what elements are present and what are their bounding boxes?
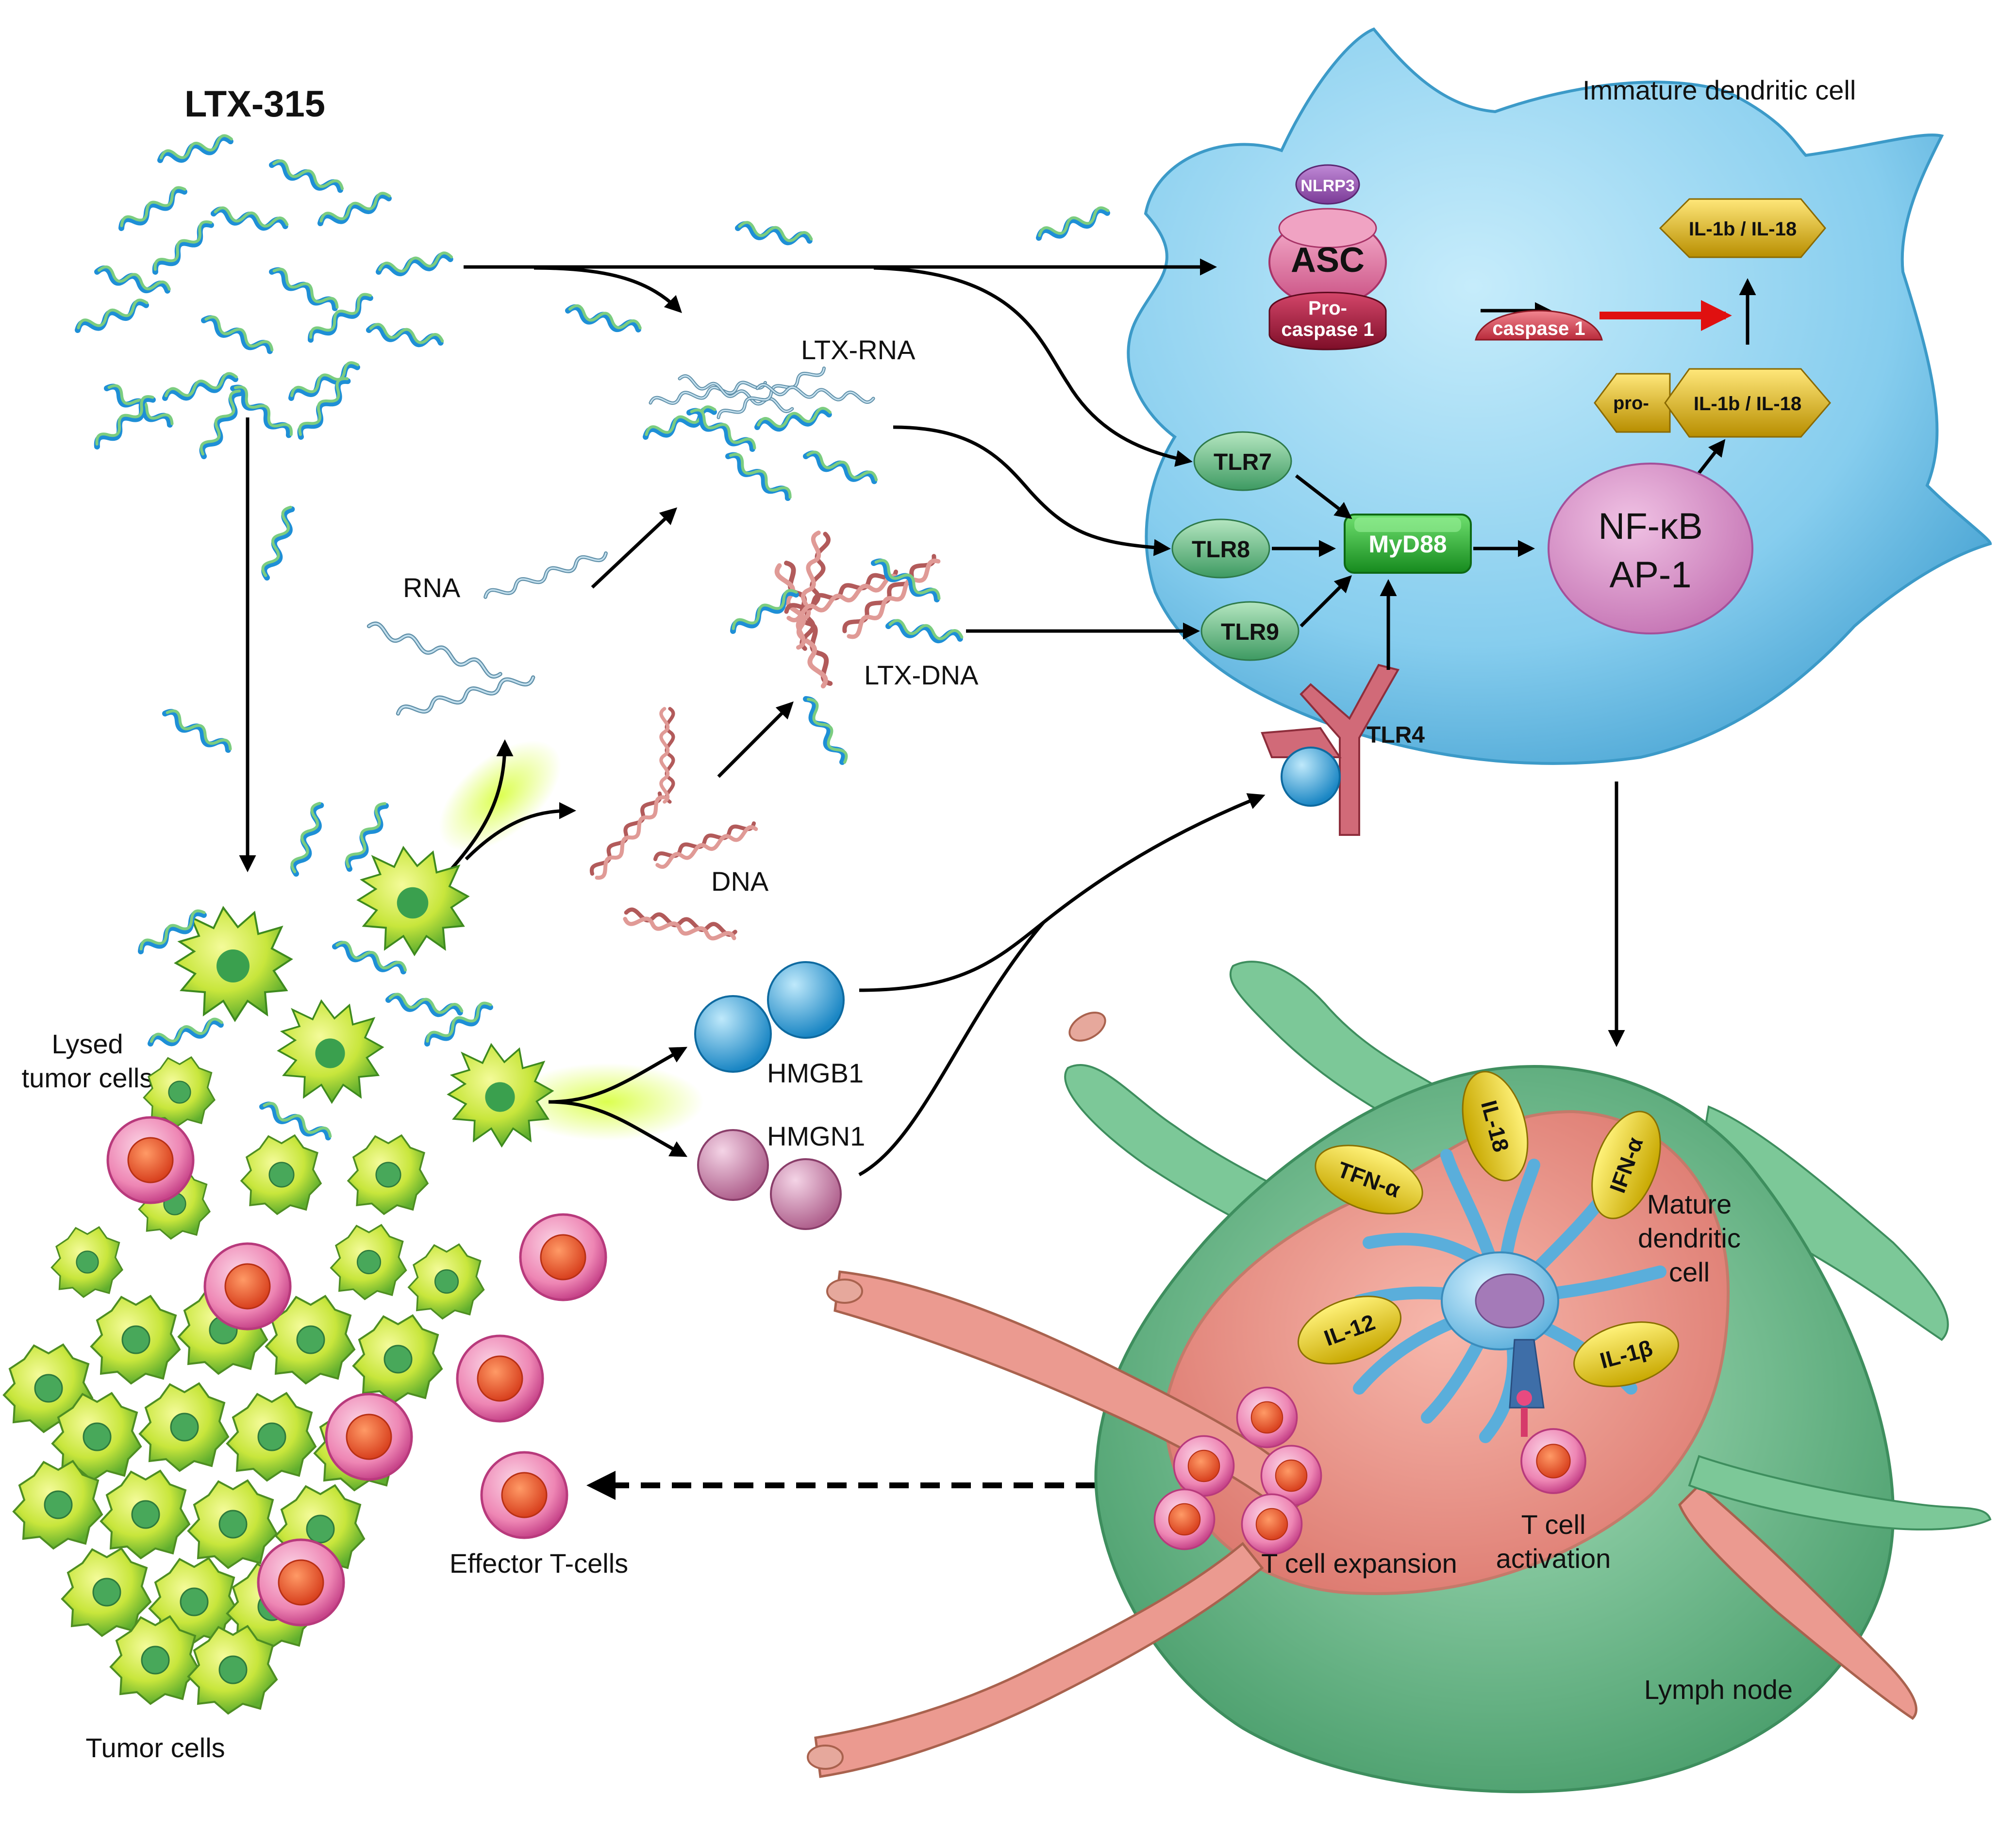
procaspase-1-line1: Pro- bbox=[1308, 298, 1347, 319]
nfkb-ap1-node: NF-κB AP-1 bbox=[1548, 463, 1753, 634]
procaspase-1-node bbox=[1268, 292, 1387, 350]
tlr9-label: TLR9 bbox=[1221, 619, 1279, 645]
ltx-rna-complex: LTX-RNA bbox=[643, 334, 916, 503]
lymph-node-label: Lymph node bbox=[1644, 1674, 1793, 1705]
activated-t-cell: T cell activation bbox=[1496, 1428, 1611, 1574]
pro-il1b-il18: pro- IL-1b / IL-18 bbox=[1594, 368, 1831, 438]
hmgn1-group: HMGN1 bbox=[697, 1121, 865, 1230]
tlr9-node: TLR9 bbox=[1200, 601, 1300, 661]
cytokine-il18: IL-18 bbox=[1462, 1071, 1529, 1181]
release-glows bbox=[439, 739, 704, 1157]
mature-dendritic-cell: Mature dendritic cell bbox=[1353, 1149, 1741, 1443]
tlr-signal-arrows bbox=[1272, 474, 1535, 670]
tlr7-node: TLR7 bbox=[1193, 431, 1292, 491]
ap1-label: AP-1 bbox=[1610, 554, 1692, 596]
nlrp3-label: NLRP3 bbox=[1300, 177, 1354, 195]
tlr8-label: TLR8 bbox=[1192, 537, 1250, 563]
myd88-node: MyD88 bbox=[1344, 514, 1472, 574]
t-expansion-label: T cell expansion bbox=[1261, 1548, 1457, 1579]
hmgb1-group: HMGB1 bbox=[694, 961, 864, 1088]
cytokine-tfn-alpha: TFN-α bbox=[1315, 1145, 1423, 1214]
tlr8-node: TLR8 bbox=[1171, 518, 1270, 579]
effector-t-cells-label: Effector T-cells bbox=[450, 1548, 628, 1579]
tumor-cells-label: Tumor cells bbox=[85, 1732, 225, 1763]
cytokine-il12: IL-12 bbox=[1297, 1296, 1402, 1364]
immature-dc-label: Immature dendritic cell bbox=[1583, 75, 1856, 105]
expanding-t-cells: T cell expansion bbox=[1153, 1386, 1457, 1579]
rna-label: RNA bbox=[403, 572, 461, 603]
lymph-node: Lymph node bbox=[807, 961, 1992, 1794]
tlr4-label: TLR4 bbox=[1366, 722, 1425, 748]
il1b-il18-top-label: IL-1b / IL-18 bbox=[1689, 218, 1797, 240]
il1b-il18-mature: IL-1b / IL-18 bbox=[1659, 198, 1826, 258]
ltx-dna-label: LTX-DNA bbox=[864, 660, 979, 690]
tlr7-label: TLR7 bbox=[1214, 449, 1272, 475]
cytokine-il1b: IL-1β bbox=[1573, 1321, 1679, 1387]
ltx-dna-complex: LTX-DNA bbox=[730, 532, 979, 766]
mature-dc-label-line2: dendritic bbox=[1638, 1223, 1741, 1253]
dna-strands: DNA bbox=[589, 709, 769, 942]
nlrp3-node bbox=[1295, 164, 1360, 205]
inflammasome: NLRP3 ASC Pro- caspase 1 bbox=[1268, 164, 1387, 350]
asc-label: ASC bbox=[1291, 241, 1365, 280]
lysed-label-line1: Lysed bbox=[51, 1029, 123, 1059]
lysed-tumor-cells: Lysed tumor cells bbox=[22, 801, 553, 1147]
hmgn1-label: HMGN1 bbox=[767, 1121, 865, 1151]
hmgb1-label: HMGB1 bbox=[767, 1058, 864, 1088]
tlr4-receptor: TLR4 bbox=[1261, 664, 1425, 836]
dna-label: DNA bbox=[711, 866, 769, 897]
il1b-il18-pro-label: IL-1b / IL-18 bbox=[1694, 393, 1801, 415]
procaspase-1-line2: caspase 1 bbox=[1281, 319, 1374, 340]
pro-prefix-label: pro- bbox=[1613, 393, 1649, 414]
lysed-label-line2: tumor cells bbox=[22, 1063, 153, 1093]
ltx-rna-label: LTX-RNA bbox=[801, 334, 916, 365]
nfkb-label: NF-κB bbox=[1598, 506, 1702, 547]
mature-dc-label-line1: Mature bbox=[1647, 1189, 1732, 1219]
t-activation-label-line1: T cell bbox=[1521, 1509, 1586, 1540]
cytokine-ifn-alpha: IFN-α bbox=[1591, 1111, 1661, 1219]
ltx315-peptide-cloud: LTX-315 bbox=[75, 83, 453, 459]
rna-strands: RNA bbox=[367, 549, 607, 718]
mature-dc-label-line3: cell bbox=[1669, 1257, 1710, 1287]
myd88-label: MyD88 bbox=[1368, 531, 1447, 558]
ltx315-title: LTX-315 bbox=[184, 83, 325, 125]
t-activation-label-line2: activation bbox=[1496, 1543, 1611, 1574]
caspase-1-label: caspase 1 bbox=[1492, 318, 1585, 339]
effector-t-cells: Effector T-cells bbox=[108, 1117, 628, 1625]
caspase-1: caspase 1 bbox=[1475, 310, 1603, 341]
tumor-cell-mass: Tumor cells bbox=[3, 1056, 485, 1763]
